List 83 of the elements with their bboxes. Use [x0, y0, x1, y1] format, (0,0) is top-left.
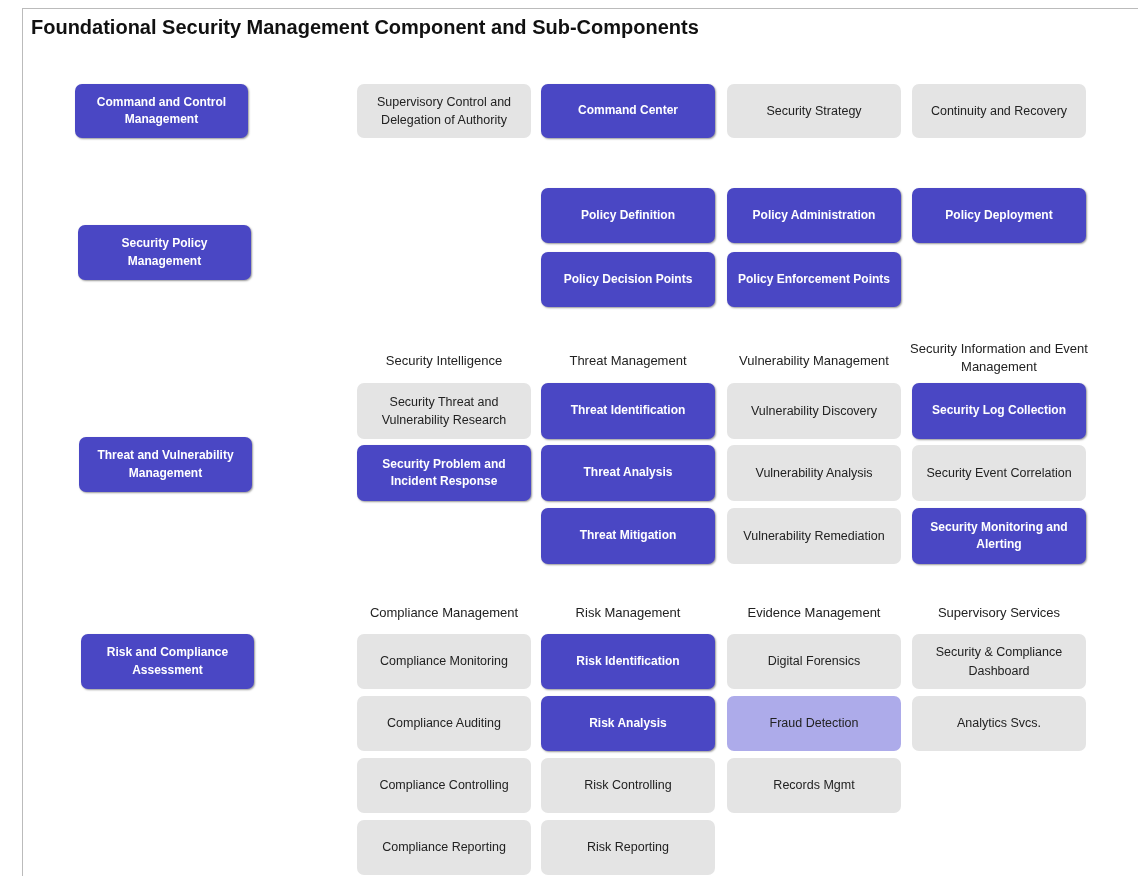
component-box [81, 634, 254, 689]
box-label: Analytics Svcs. [956, 715, 1042, 733]
sub-component-box [727, 758, 901, 813]
box-label: Threat Analysis [583, 464, 673, 482]
sub-component-box [357, 758, 531, 813]
component-box [912, 188, 1086, 243]
component-box [912, 508, 1086, 564]
sub-component-box [357, 383, 531, 439]
box-label: Security Policy Management [120, 235, 209, 270]
column-heading: Security Information and Event Management [909, 340, 1089, 376]
diagram-title: Foundational Security Management Component and Sub-Components [31, 16, 699, 39]
component-box [75, 84, 248, 138]
sub-component-box [727, 383, 901, 439]
box-label: Security Strategy [766, 102, 862, 120]
sub-component-box [541, 820, 715, 875]
component-box [541, 188, 715, 243]
box-label: Security Problem and Incident Response [381, 455, 507, 490]
component-box [79, 437, 252, 492]
box-label: Threat and Vulnerability Management [96, 447, 235, 482]
box-label: Compliance Reporting [382, 839, 506, 857]
box-label: Fraud Detection [769, 715, 859, 733]
sub-component-box [541, 758, 715, 813]
sub-component-box [357, 820, 531, 875]
box-label: Risk Reporting [587, 839, 669, 857]
component-box [541, 84, 715, 138]
column-heading: Evidence Management [746, 604, 882, 622]
box-label: Policy Decision Points [563, 270, 693, 288]
box-label: Digital Forensics [767, 653, 861, 671]
box-label: Security Monitoring and Alerting [929, 518, 1069, 553]
box-label: Command and Control Management [95, 93, 228, 128]
column-heading: Vulnerability Management [738, 352, 890, 370]
box-label: Threat Identification [570, 402, 686, 420]
box-label: Policy Definition [581, 206, 675, 224]
sub-component-box [727, 84, 901, 138]
sub-component-box [912, 634, 1086, 689]
component-box [78, 225, 251, 280]
box-label: Vulnerability Analysis [755, 464, 873, 482]
box-label: Security Event Correlation [926, 464, 1072, 482]
box-label: Records Mgmt [773, 777, 855, 795]
sub-component-box [727, 508, 901, 564]
component-box [541, 696, 715, 751]
box-label: Risk Identification [576, 652, 680, 670]
box-label: Policy Enforcement Points [737, 270, 890, 288]
component-box [541, 383, 715, 439]
box-label: Compliance Auditing [387, 715, 501, 733]
component-box [541, 252, 715, 307]
column-heading: Security Intelligence [384, 352, 504, 370]
box-label: Continuity and Recovery [930, 102, 1068, 120]
box-label: Risk Analysis [589, 714, 667, 732]
column-heading: Compliance Management [368, 604, 520, 622]
box-label: Vulnerability Remediation [743, 527, 885, 545]
sub-component-box [912, 696, 1086, 751]
sub-component-box [357, 634, 531, 689]
box-label: Risk and Compliance Assessment [105, 644, 230, 679]
component-box [541, 445, 715, 501]
box-label: Command Center [578, 102, 678, 120]
box-label: Threat Mitigation [579, 527, 677, 545]
sub-component-box [912, 445, 1086, 501]
box-label: Supervisory Control and Delegation of Authority [375, 93, 513, 129]
box-label: Compliance Monitoring [380, 653, 508, 671]
sub-component-box [357, 84, 531, 138]
component-box [727, 188, 901, 243]
box-label: Security Threat and Vulnerability Research [380, 393, 508, 429]
column-heading: Risk Management [574, 604, 682, 622]
component-box [541, 634, 715, 689]
box-label: Security Log Collection [932, 402, 1066, 420]
component-box [357, 445, 531, 501]
box-label: Policy Deployment [945, 206, 1053, 224]
box-label: Risk Controlling [584, 777, 672, 795]
component-box [912, 383, 1086, 439]
sub-component-box [727, 696, 901, 751]
column-heading: Threat Management [568, 352, 688, 370]
box-label: Vulnerability Discovery [751, 402, 877, 420]
component-box [541, 508, 715, 564]
sub-component-box [727, 445, 901, 501]
box-label: Policy Administration [752, 206, 876, 224]
column-heading: Supervisory Services [936, 604, 1062, 622]
sub-component-box [912, 84, 1086, 138]
box-label: Security & Compliance Dashboard [934, 644, 1064, 680]
sub-component-box [727, 634, 901, 689]
box-label: Compliance Controlling [379, 777, 509, 795]
sub-component-box [357, 696, 531, 751]
component-box [727, 252, 901, 307]
